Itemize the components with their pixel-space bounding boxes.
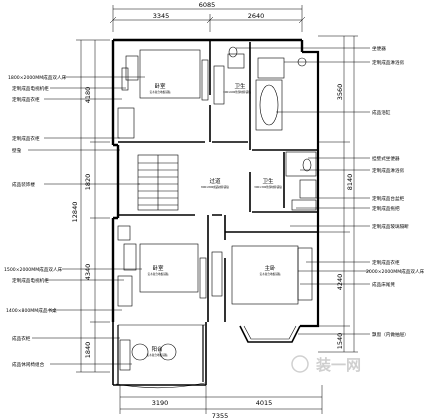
bathtub [255,79,283,131]
room-bath-top: 卫生 [234,82,246,90]
left-label-7: 1500×2000MM成品双人床 [4,266,63,273]
room-labels: 卧室 实木复合地板铺贴 卫生 300×600防滑地砖铺贴 过道 800×800成… [147,82,283,357]
room-bedroom-left: 卧室 [152,264,164,272]
room-bedroom-left-floor: 实木复合地板铺贴 [148,272,169,276]
left-dimension-chain: 4180 1820 12840 4340 1840 [71,39,110,373]
watermark: 装一网 [291,355,361,374]
left-label-1: 1800×2000MM成品双人床 [8,74,67,81]
right-label-9: 定制成品衣柜 [372,259,400,266]
room-corridor-floor: 800×800成品地砖铺贴 [201,185,229,189]
dimension-bottom-2: 4015 [256,399,273,407]
dimension-left-overall: 12840 [71,202,79,223]
room-bath-top-floor: 300×600防滑地砖铺贴 [223,90,251,94]
right-label-1: 坐便器 [372,45,386,52]
room-bedroom-top-floor: 实木复合地板铺贴 [150,90,171,94]
right-label-12: 飘窗（内做抽屉） [372,331,409,338]
interior-walls [118,40,318,326]
bottom-dimension-chain: 3190 4015 7355 [119,385,323,420]
right-label-5: 定制成品淋浴房 [372,167,405,174]
dimension-left-1: 4180 [84,87,92,104]
left-label-2: 定制成品电视机柜 [12,85,49,92]
right-label-7: 定制成品拖把 [372,205,400,212]
exterior-walls [111,38,320,389]
left-label-3: 定制成品衣柜 [12,96,40,103]
room-master-floor: 实木复合地板铺贴 [260,272,281,276]
left-label-4: 定制成品衣柜 [12,135,40,142]
left-label-6: 成品装饰楼 [12,181,35,188]
room-bedroom-top: 卧室 [154,82,166,90]
dimension-right-1: 3560 [336,84,344,101]
dimension-top-2: 2640 [248,12,265,20]
left-label-5: 壁龛 [12,147,22,154]
room-bath-mid-floor: 300×300防滑地砖铺贴 [254,185,282,189]
room-master: 主卧 [264,264,276,272]
right-dimension-chain: 3560 8140 4240 1540 [318,35,358,353]
dimension-right-2: 8140 [346,174,354,191]
left-label-10: 成品衣柜 [12,335,31,342]
left-annotations: 1800×2000MM成品双人床 定制成品电视机柜 定制成品衣柜 定制成品衣柜 … [4,74,145,368]
right-label-10: 2000×2000MM成品双人床 [366,268,425,275]
bed-top-bedroom [139,49,201,99]
room-corridor: 过道 [209,177,221,185]
furniture [117,46,317,371]
bed-left-bedroom [139,243,199,293]
staircase [137,154,179,211]
right-label-11: 成品床尾凳 [372,281,395,288]
dimension-left-3: 4340 [84,264,92,281]
room-balcony-floor: 实木复合地板铺贴 [147,353,168,357]
dimension-bottom-overall: 7355 [212,412,229,420]
left-label-11: 成品休闲椅组合 [12,361,45,368]
left-label-9: 1400×800MM成品书桌 [6,307,57,314]
watermark-text: 装一网 [315,356,361,374]
dimension-top-1: 3345 [153,12,170,20]
dimension-right-3: 4240 [336,274,344,291]
dimension-left-4: 1840 [84,342,92,359]
dimension-top-overall: 6085 [199,1,216,9]
right-label-2: 定制成品淋浴房 [372,59,405,66]
right-label-6: 定制成品台盆柜 [372,195,405,202]
left-label-8: 定制成品电视机柜 [12,277,49,284]
right-annotations: 坐便器 定制成品淋浴房 成品浴缸 挂壁式坐便器 定制成品淋浴房 定制成品台盆柜 … [236,45,425,338]
room-balcony: 阳台 [151,345,163,353]
right-label-3: 成品浴缸 [372,109,391,116]
dimension-right-4: 1540 [336,333,344,350]
dimension-bottom-1: 3190 [152,399,169,407]
dimension-left-2: 1820 [84,174,92,191]
right-label-8: 定制成品玻璃隔断 [372,223,409,230]
right-label-4: 挂壁式坐便器 [372,155,400,162]
room-bath-mid: 卫生 [262,177,274,185]
top-dimension-chain: 6085 3345 2640 [109,1,306,32]
